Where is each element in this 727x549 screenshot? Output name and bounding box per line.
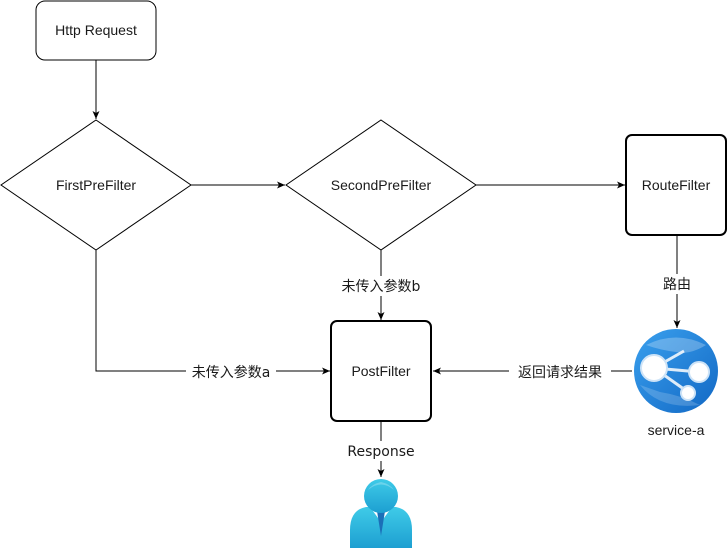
user-icon	[350, 479, 412, 548]
label-response: Response	[347, 444, 414, 460]
label-return-result: 返回请求结果	[518, 365, 602, 381]
node-post-filter-label: PostFilter	[351, 363, 410, 379]
node-http-request-label: Http Request	[55, 22, 137, 38]
label-route: 路由	[663, 277, 691, 293]
node-second-pre-filter-label: SecondPreFilter	[331, 177, 432, 193]
node-first-pre-filter-label: FirstPreFilter	[56, 177, 136, 193]
node-post-filter: PostFilter	[330, 320, 432, 422]
node-second-pre-filter: SecondPreFilter	[285, 119, 477, 251]
web-app-globe-icon	[634, 329, 718, 413]
node-http-request: Http Request	[35, 0, 157, 61]
service-label: service-a	[648, 422, 705, 438]
label-missing-param-a: 未传入参数a	[192, 364, 271, 381]
node-first-pre-filter: FirstPreFilter	[0, 119, 192, 251]
edge-first-to-post	[95, 250, 330, 375]
node-route-filter: RouteFilter	[625, 134, 727, 236]
node-route-filter-label: RouteFilter	[642, 177, 711, 193]
label-missing-param-b: 未传入参数b	[342, 278, 421, 295]
